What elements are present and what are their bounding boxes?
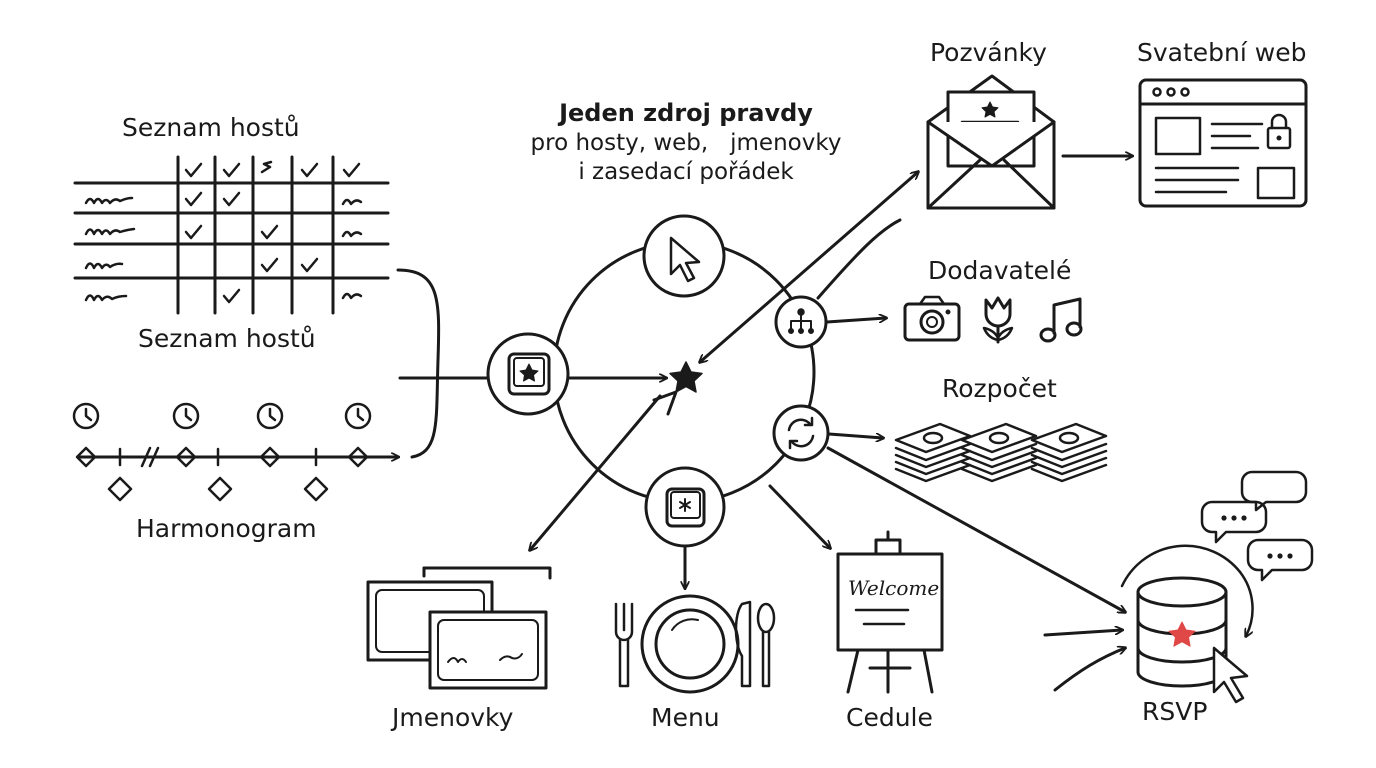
- headline-line2: pro hosty, web, jmenovky: [530, 129, 842, 156]
- cursor-icon: [642, 214, 726, 298]
- star-key-icon: [486, 332, 570, 416]
- sync-icon: [772, 404, 830, 462]
- hierarchy-icon: [774, 295, 828, 349]
- money-stack-icon: [894, 422, 1108, 483]
- label-jmenovky: Jmenovky: [392, 703, 514, 732]
- label-seznam-hostu-bottom: Seznam hostů: [138, 324, 316, 353]
- headline-bold: Jeden zdroj pravdy: [559, 99, 813, 127]
- invitation-icon: [926, 74, 1056, 210]
- guest-list-table: [73, 155, 390, 315]
- welcome-sign-icon: [836, 530, 944, 694]
- music-note-icon: [1039, 297, 1083, 343]
- headline: Jeden zdroj pravdy pro hosty, web, jmeno…: [496, 98, 876, 186]
- database-icon: [1120, 544, 1254, 704]
- label-harmonogram: Harmonogram: [136, 514, 317, 543]
- name-card-icon: [366, 566, 552, 690]
- tulip-icon: [982, 296, 1014, 344]
- chat-bubble-icon: [1200, 470, 1314, 582]
- label-dodavatele: Dodavatelé: [928, 256, 1072, 285]
- label-pozvanky: Pozvánky: [930, 38, 1047, 67]
- timeline: [72, 402, 398, 502]
- label-rsvp: RSVP: [1142, 697, 1208, 726]
- headline-line3: i zasedací pořádek: [578, 158, 794, 185]
- asterisk-key-icon: [644, 466, 726, 548]
- label-svatebni-web: Svatební web: [1137, 38, 1307, 67]
- merge-connector: [396, 268, 441, 459]
- label-rozpocet: Rozpočet: [942, 374, 1057, 403]
- website-icon: [1138, 78, 1308, 208]
- label-cedule: Cedule: [846, 703, 933, 732]
- camera-icon: [903, 295, 961, 342]
- label-menu: Menu: [651, 703, 720, 732]
- rsvp-star-icon: [1168, 621, 1196, 647]
- clock-icon: [72, 402, 372, 430]
- label-welcome: Welcome: [848, 576, 940, 600]
- star-icon: [669, 361, 703, 393]
- label-seznam-hostu-top: Seznam hostů: [122, 113, 300, 142]
- plate-icon: [614, 594, 776, 694]
